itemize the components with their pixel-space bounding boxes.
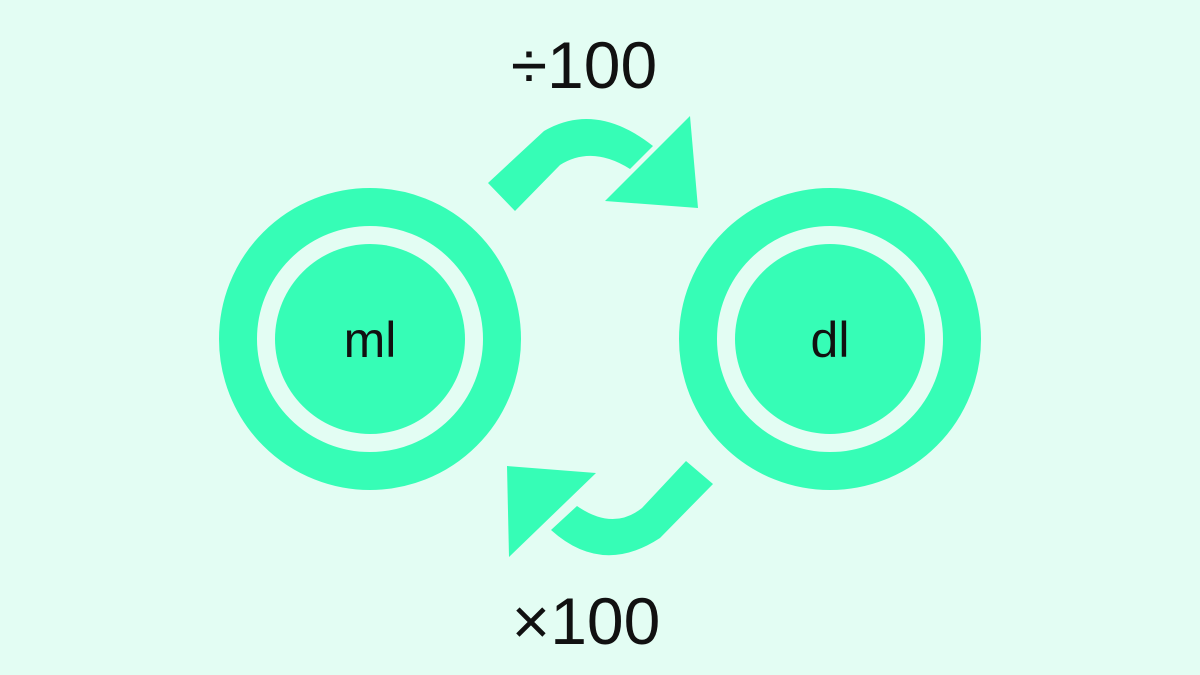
unit-node-left-outer-ring (219, 188, 521, 490)
arrow-top (488, 116, 698, 211)
unit-node-left: ml (219, 188, 521, 490)
arrow-bottom (507, 461, 713, 557)
unit-node-right-core (735, 244, 925, 434)
operation-label-bottom: ×100 (512, 584, 661, 658)
unit-node-right: dl (679, 188, 981, 490)
arrow-top-head (605, 116, 698, 208)
arrow-top-arc (488, 119, 653, 211)
operation-label-top: ÷100 (511, 28, 657, 102)
arrow-bottom-arc (551, 461, 713, 556)
unit-label-right: dl (811, 312, 850, 368)
arrow-bottom-head (507, 466, 596, 557)
unit-node-right-outer-ring (679, 188, 981, 490)
unit-node-left-core (275, 244, 465, 434)
unit-label-left: ml (344, 312, 397, 368)
